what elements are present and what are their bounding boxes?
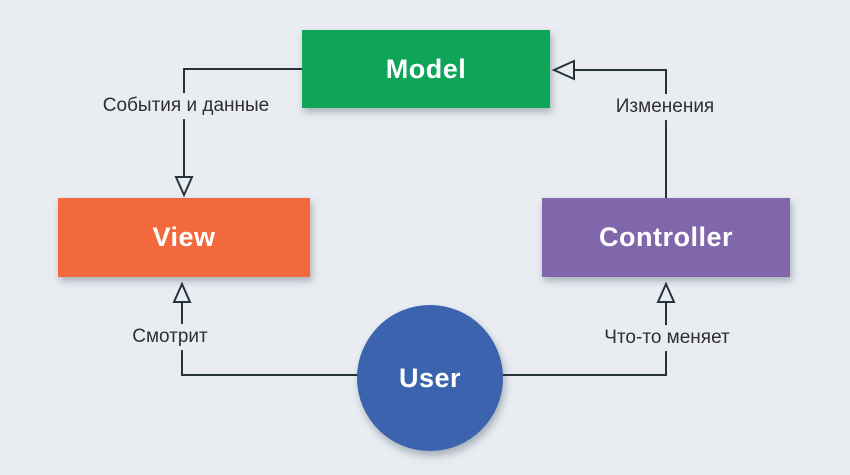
- arrowhead-down-into-view: [174, 176, 194, 198]
- node-controller-label: Controller: [598, 222, 733, 252]
- node-controller: Controller: [542, 198, 790, 277]
- edge-model-to-view: [183, 68, 302, 177]
- arrowhead-up-into-controller: [656, 281, 676, 303]
- node-view: View: [58, 198, 310, 277]
- arrowhead-left-into-model: [551, 59, 575, 81]
- edge-label-watches: Смотрит: [127, 324, 213, 350]
- node-view-label: View: [152, 222, 216, 252]
- edge-label-changes: Изменения: [610, 94, 720, 120]
- arrowhead-up-into-view: [172, 281, 192, 303]
- node-model: Model: [302, 30, 550, 108]
- node-model-label: Model: [385, 53, 467, 84]
- edge-label-events-and-data: События и данные: [97, 93, 275, 119]
- node-user-label: User: [398, 362, 462, 393]
- node-user: User: [357, 305, 503, 451]
- edge-label-modifies-something: Что-то меняет: [599, 325, 735, 351]
- edge-controller-to-model: [574, 69, 667, 198]
